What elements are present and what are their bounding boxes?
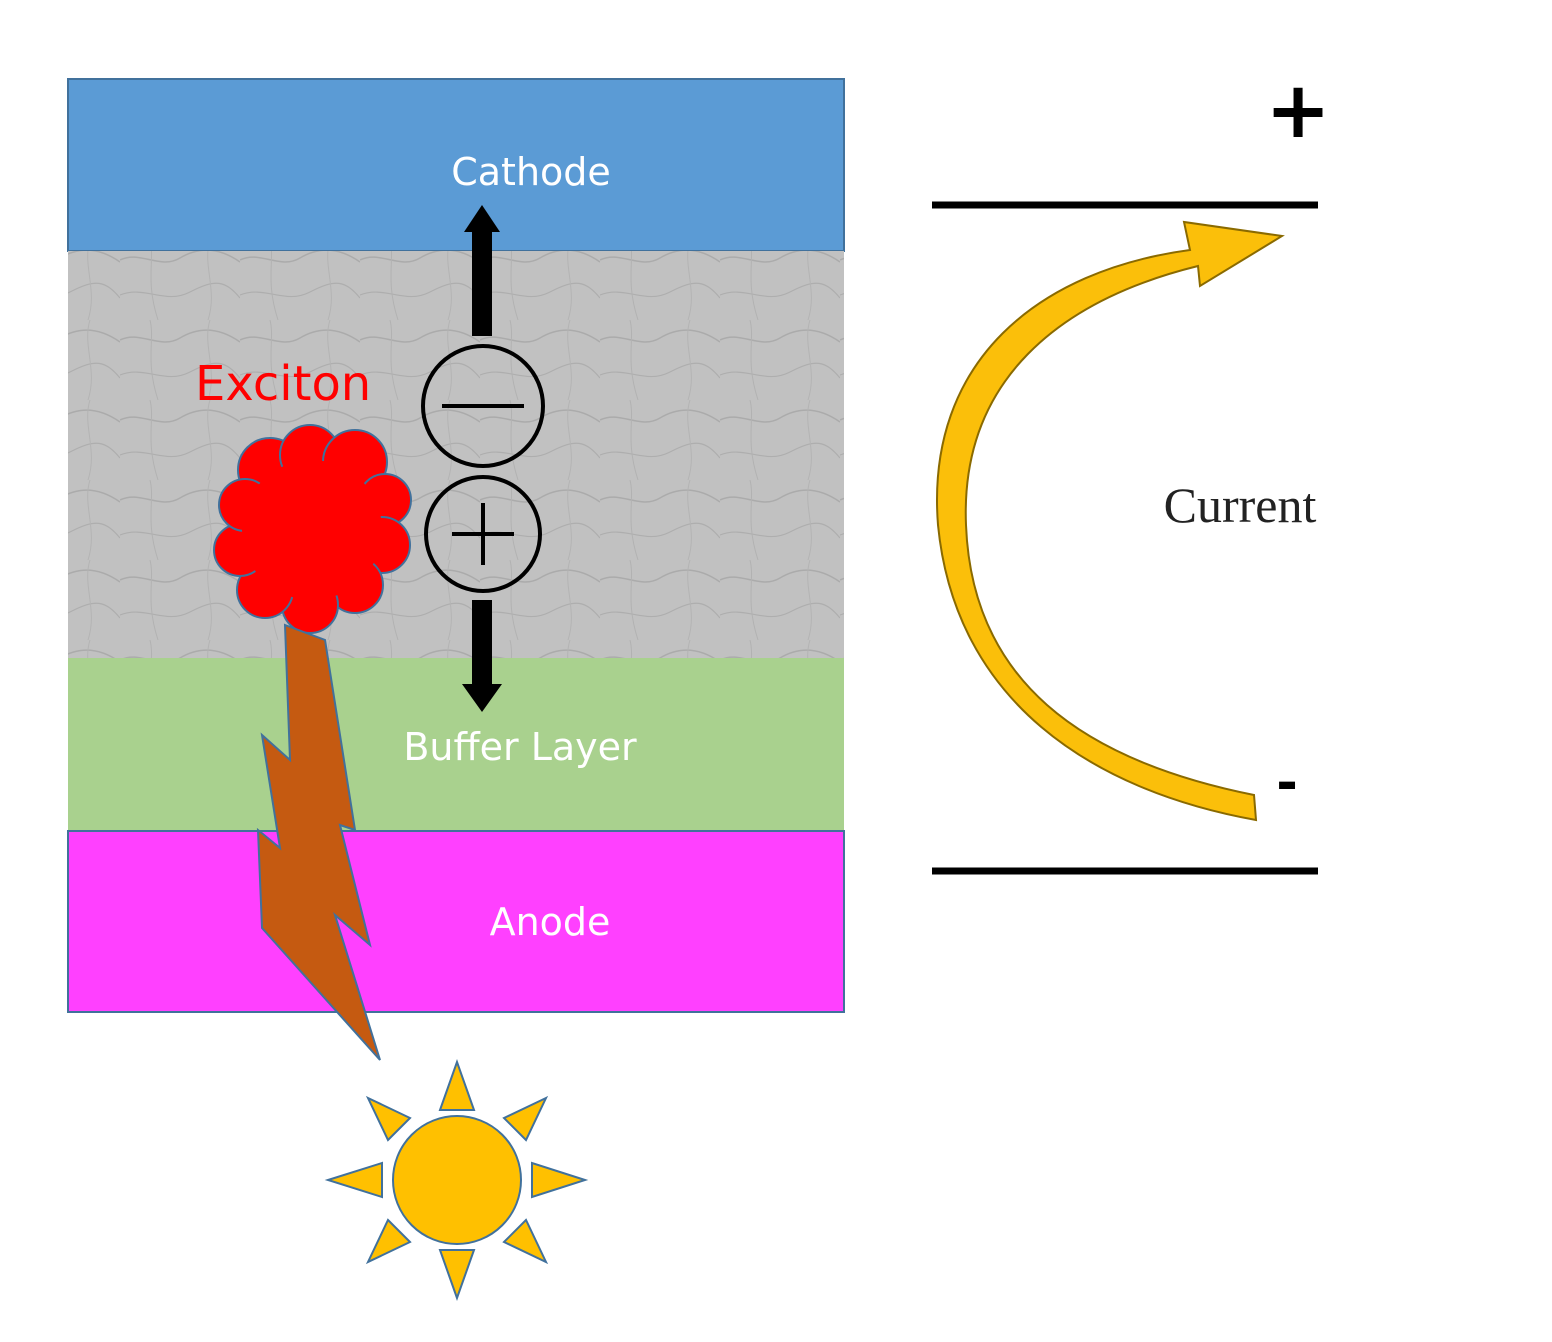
circuit-diagram: + - Current xyxy=(932,66,1331,875)
lightning-bolt xyxy=(256,623,381,1061)
hole-arrow xyxy=(462,600,502,712)
hole-symbol xyxy=(424,475,542,593)
sun-icon xyxy=(324,1059,589,1301)
anode-label: Anode xyxy=(490,900,611,944)
buffer-layer-label: Buffer Layer xyxy=(403,725,637,769)
negative-terminal-symbol: - xyxy=(1276,753,1298,813)
positive-terminal-symbol: + xyxy=(1265,66,1330,156)
electron-symbol xyxy=(421,344,545,468)
cathode-layer xyxy=(67,78,845,252)
exciton-label: Exciton xyxy=(195,356,371,412)
current-arrow xyxy=(936,220,1285,822)
active-layer-texture xyxy=(68,251,844,658)
anode-layer xyxy=(67,830,845,1013)
layer-stack: Cathode Buffer Layer Anode xyxy=(67,78,845,1013)
electron-arrow xyxy=(464,205,500,336)
buffer-layer xyxy=(68,658,844,831)
exciton-cloud xyxy=(213,424,412,634)
cathode-label: Cathode xyxy=(451,150,611,194)
current-label: Current xyxy=(1164,477,1317,533)
